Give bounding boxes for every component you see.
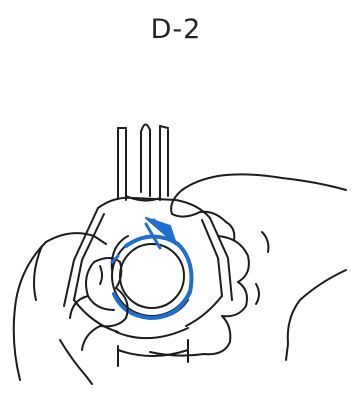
left-hand [14,233,128,384]
device-frame [64,198,232,366]
stand-upper [118,124,168,200]
